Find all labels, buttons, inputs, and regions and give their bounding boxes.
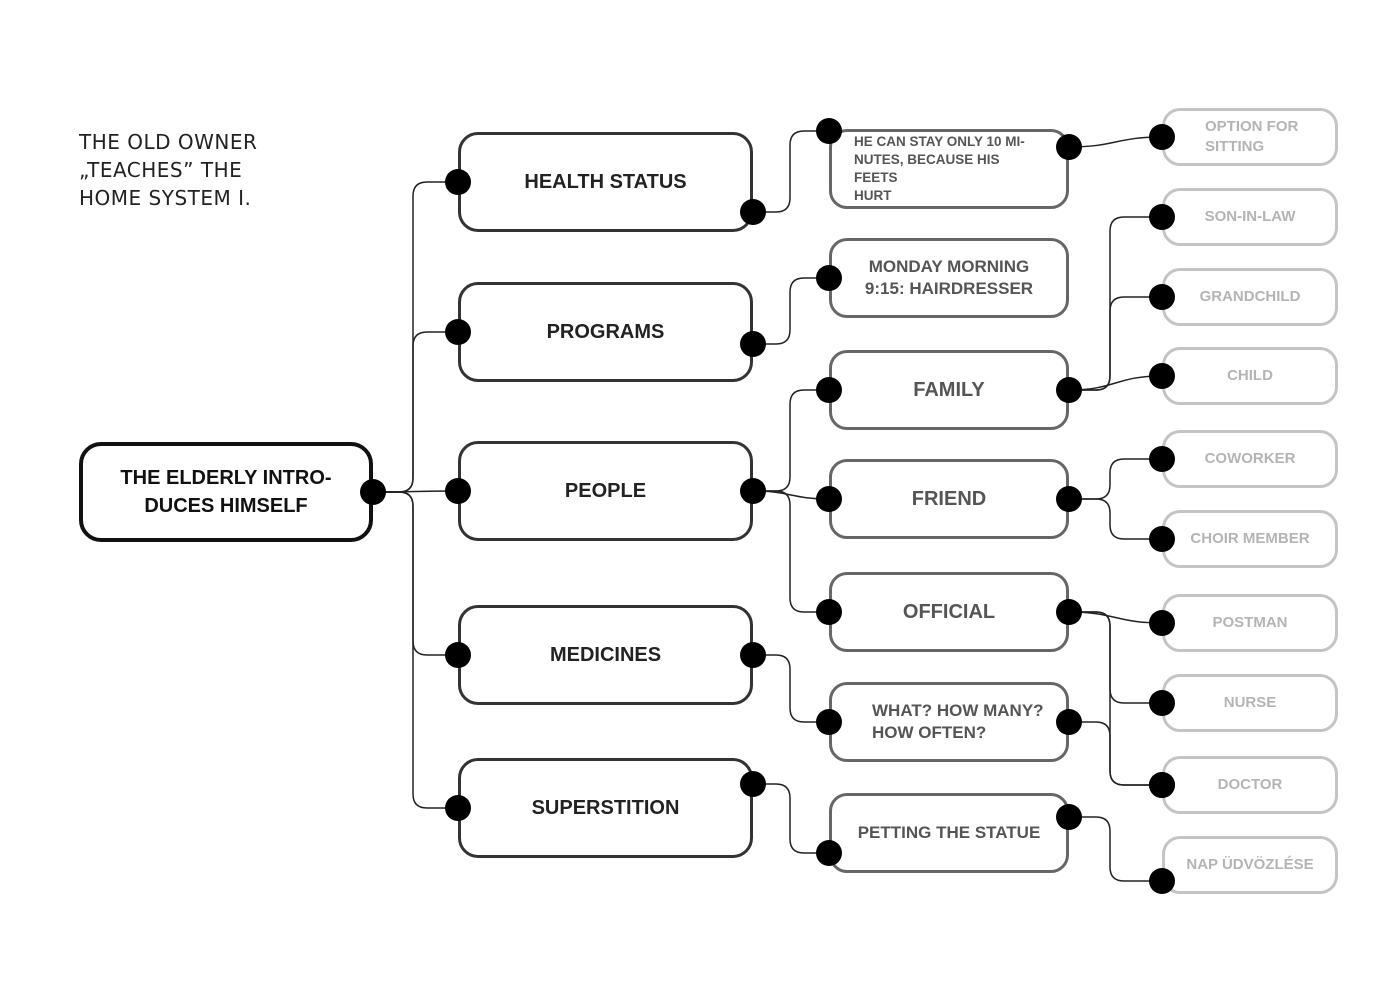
node-medicines[interactable]: MEDICINES — [458, 605, 753, 705]
heading-line-3: HOME SYSTEM I. — [79, 186, 252, 210]
node-son-in-law[interactable]: SON-IN-LAW — [1162, 188, 1338, 246]
node-choir-member[interactable]: CHOIR MEMBER — [1162, 510, 1338, 568]
diagram-heading: THE OLD OWNER „TEACHES” THE HOME SYSTEM … — [79, 128, 339, 212]
connector-line — [1068, 375, 1163, 391]
node-petting-the-statue[interactable]: PETTING THE STATUE — [829, 793, 1069, 873]
node-doctor[interactable]: DOCTOR — [1162, 756, 1338, 814]
connector-line — [753, 783, 829, 854]
node-friend[interactable]: FRIEND — [829, 459, 1069, 539]
node-nap-udvozlese[interactable]: NAP ÜDVÖZLÉSE — [1162, 836, 1338, 894]
node-superstition[interactable]: SUPERSTITION — [458, 758, 753, 858]
connector-dot-in[interactable] — [445, 478, 471, 504]
connector-dot-in[interactable] — [1149, 772, 1175, 798]
connector-dot-in[interactable] — [816, 377, 842, 403]
connector-line — [1069, 296, 1162, 391]
node-child[interactable]: CHILD — [1162, 347, 1338, 405]
connector-dot-out[interactable] — [740, 331, 766, 357]
heading-line-2: „TEACHES” THE — [79, 158, 243, 182]
node-postman[interactable]: POSTMAN — [1162, 594, 1338, 652]
connector-dot-in[interactable] — [816, 599, 842, 625]
connector-dot-in[interactable] — [816, 265, 842, 291]
connector-dot-in[interactable] — [1149, 124, 1175, 150]
heading-line-1: THE OLD OWNER — [79, 130, 258, 154]
connector-line — [753, 490, 829, 613]
node-official[interactable]: OFFICIAL — [829, 572, 1069, 652]
connector-dot-in[interactable] — [1149, 284, 1175, 310]
node-grandchild[interactable]: GRANDCHILD — [1162, 268, 1338, 326]
connector-dot-out[interactable] — [1056, 377, 1082, 403]
connector-line — [373, 491, 458, 656]
node-coworker[interactable]: COWORKER — [1162, 430, 1338, 488]
node-health-note[interactable]: HE CAN STAY ONLY 10 MI- NUTES, BECAUSE H… — [829, 129, 1069, 209]
connector-dot-out[interactable] — [740, 642, 766, 668]
connector-dot-in[interactable] — [1149, 610, 1175, 636]
connector-dot-in[interactable] — [816, 118, 842, 144]
connector-line — [1069, 611, 1162, 704]
connector-line — [1068, 136, 1163, 148]
connector-dot-in[interactable] — [445, 169, 471, 195]
connector-dot-in[interactable] — [445, 795, 471, 821]
node-monday-morning[interactable]: MONDAY MORNING 9:15: HAIRDRESSER — [829, 238, 1069, 318]
node-programs[interactable]: PROGRAMS — [458, 282, 753, 382]
connector-dot-in[interactable] — [1149, 690, 1175, 716]
connector-dot-out[interactable] — [1056, 134, 1082, 160]
connector-line — [1069, 498, 1162, 540]
connector-dot-out[interactable] — [740, 478, 766, 504]
node-option-for-sitting[interactable]: OPTION FOR SITTING — [1162, 108, 1338, 166]
connector-dot-in[interactable] — [1149, 363, 1175, 389]
connector-dot-in[interactable] — [1149, 204, 1175, 230]
node-what-how-many[interactable]: WHAT? HOW MANY? HOW OFTEN? — [829, 682, 1069, 762]
connector-dot-out[interactable] — [1056, 709, 1082, 735]
connector-dot-in[interactable] — [816, 486, 842, 512]
node-nurse[interactable]: NURSE — [1162, 674, 1338, 732]
node-health-status[interactable]: HEALTH STATUS — [458, 132, 753, 232]
connector-line — [1069, 611, 1162, 786]
connector-line — [373, 331, 458, 493]
connector-dot-out[interactable] — [740, 199, 766, 225]
connector-dot-out[interactable] — [740, 771, 766, 797]
connector-dot-in[interactable] — [445, 642, 471, 668]
connector-dot-in[interactable] — [1149, 446, 1175, 472]
node-people[interactable]: PEOPLE — [458, 441, 753, 541]
connector-dot-in[interactable] — [1149, 868, 1175, 894]
connector-line — [1069, 721, 1162, 786]
connector-dot-out[interactable] — [1056, 804, 1082, 830]
connector-line — [1069, 458, 1162, 500]
connector-dot-out[interactable] — [1056, 599, 1082, 625]
connector-line — [753, 389, 829, 492]
connector-dot-in[interactable] — [445, 319, 471, 345]
connector-line — [373, 491, 458, 809]
connector-dot-out[interactable] — [360, 479, 386, 505]
connector-line — [1069, 816, 1162, 882]
node-root[interactable]: THE ELDERLY INTRO- DUCES HIMSELF — [79, 442, 373, 542]
connector-line — [1069, 216, 1162, 391]
connector-line — [753, 130, 829, 213]
connector-dot-in[interactable] — [816, 840, 842, 866]
connector-dot-out[interactable] — [1056, 486, 1082, 512]
node-family[interactable]: FAMILY — [829, 350, 1069, 430]
connector-line — [753, 654, 829, 723]
connector-dot-in[interactable] — [816, 709, 842, 735]
connector-dot-in[interactable] — [1149, 526, 1175, 552]
connector-line — [753, 277, 829, 345]
